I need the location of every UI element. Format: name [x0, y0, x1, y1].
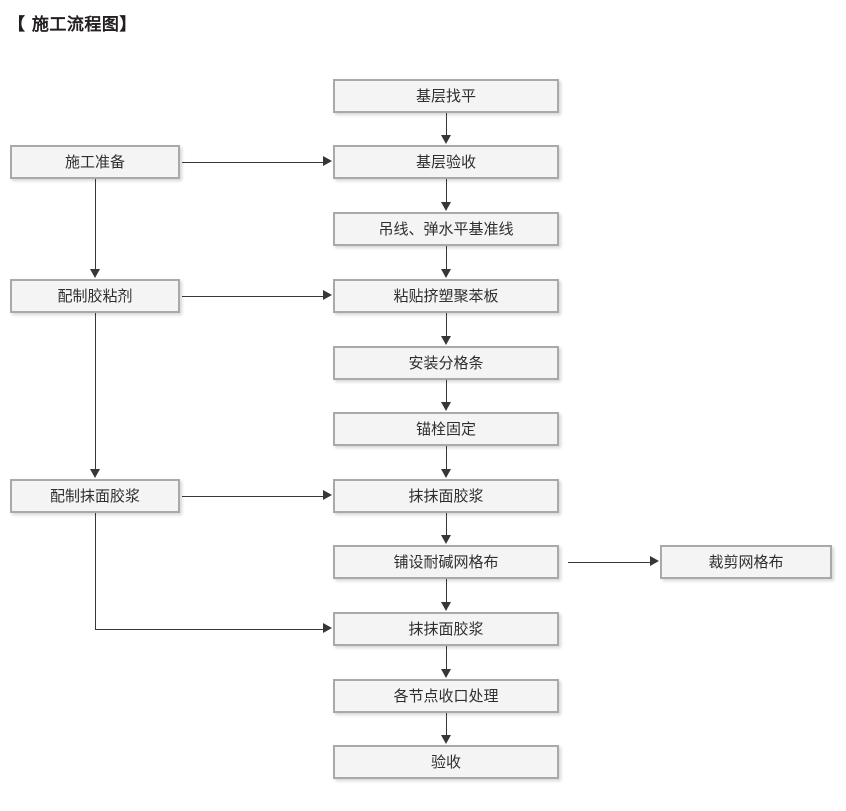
- arrowhead-pushenaijian-to-momianjiaojiang2: [441, 602, 451, 611]
- node-zhantie-jisu-jubenban[interactable]: 粘贴挤塑聚苯板: [333, 279, 559, 313]
- edge-peizhimomian-to-momianjiaojiang2-horizontal: [95, 629, 324, 630]
- arrowhead-peizhimomian-to-momianjiaojiang1: [323, 490, 332, 500]
- node-shigongzhunbei[interactable]: 施工准备: [10, 145, 180, 179]
- arrowhead-jicengzhaoping-to-jicengyanshou: [441, 135, 451, 144]
- page-title: 【 施工流程图】: [8, 15, 137, 35]
- arrowhead-shigongzhunbei-to-jicengyanshou: [323, 156, 332, 166]
- edge-peizhimomian-to-momianjiaojiang2-vertical: [95, 513, 96, 630]
- node-diaoxian-shuiping[interactable]: 吊线、弹水平基准线: [333, 212, 559, 246]
- node-peizhi-jiaozhanji[interactable]: 配制胶粘剂: [10, 279, 180, 313]
- arrowhead-momianjiaojiang1-to-pushenaijian: [441, 535, 451, 544]
- arrowhead-zhantiejisu-to-anzhuangfengetiao: [441, 336, 451, 345]
- arrowhead-jicengyanshou-to-diaoxian: [441, 202, 451, 211]
- edge-gejiedianshoukou-to-yanshou: [446, 713, 447, 736]
- edge-pushenaijian-to-momianjiaojiang2: [446, 579, 447, 603]
- arrowhead-anzhuangfengetiao-to-maoshuanguding: [441, 402, 451, 411]
- edge-peizhimomian-to-momianjiaojiang1: [182, 496, 324, 497]
- node-jicengzhaoping[interactable]: 基层找平: [333, 79, 559, 113]
- node-gejiedian-shoukou-chuli[interactable]: 各节点收口处理: [333, 679, 559, 713]
- edge-jicengyanshou-to-diaoxian: [446, 179, 447, 203]
- edge-momianjiaojiang1-to-pushenaijian: [446, 513, 447, 536]
- node-jicengyanshou[interactable]: 基层验收: [333, 145, 559, 179]
- edge-shigongzhunbei-to-peizhijiaozhanji: [95, 179, 96, 270]
- arrowhead-momianjiaojiang2-to-gejiedianshoukou: [441, 669, 451, 678]
- edge-jicengzhaoping-to-jicengyanshou: [446, 113, 447, 136]
- node-mo-momianjiaojiang-2[interactable]: 抹抹面胶浆: [333, 612, 559, 646]
- arrowhead-pushenaijian-to-caijianwanggebu: [650, 556, 659, 566]
- arrowhead-peizhimomian-to-momianjiaojiang2: [323, 623, 332, 633]
- node-maoshuan-guding[interactable]: 锚栓固定: [333, 412, 559, 446]
- edge-maoshuanguding-to-momianjiaojiang1: [446, 446, 447, 470]
- edge-shigongzhunbei-to-jicengyanshou: [182, 162, 324, 163]
- edge-pushenaijian-to-caijianwanggebu: [568, 562, 651, 563]
- node-yanshou[interactable]: 验收: [333, 745, 559, 779]
- edge-peizhijiaozhanji-to-zhantiejisu: [182, 296, 324, 297]
- edge-peizhijiaozhanji-to-peizhimomian: [95, 313, 96, 470]
- edge-momianjiaojiang2-to-gejiedianshoukou: [446, 646, 447, 670]
- node-pushe-naijian-wanggebu[interactable]: 铺设耐碱网格布: [333, 545, 559, 579]
- node-caijian-wanggebu[interactable]: 裁剪网格布: [660, 545, 832, 579]
- arrowhead-peizhijiaozhanji-to-zhantiejisu: [323, 290, 332, 300]
- arrowhead-gejiedianshoukou-to-yanshou: [441, 735, 451, 744]
- node-mo-momianjiaojiang-1[interactable]: 抹抹面胶浆: [333, 479, 559, 513]
- node-peizhi-momianjiaojiang[interactable]: 配制抹面胶浆: [10, 479, 180, 513]
- edge-diaoxian-to-zhantiejisu: [446, 246, 447, 270]
- arrowhead-peizhijiaozhanji-to-peizhimomian: [90, 469, 100, 478]
- arrowhead-shigongzhunbei-to-peizhijiaozhanji: [90, 269, 100, 278]
- edge-zhantiejisu-to-anzhuangfengetiao: [446, 313, 447, 337]
- edge-anzhuangfengetiao-to-maoshuanguding: [446, 380, 447, 403]
- node-anzhuang-fengetiao[interactable]: 安装分格条: [333, 346, 559, 380]
- arrowhead-diaoxian-to-zhantiejisu: [441, 269, 451, 278]
- arrowhead-maoshuanguding-to-momianjiaojiang1: [441, 469, 451, 478]
